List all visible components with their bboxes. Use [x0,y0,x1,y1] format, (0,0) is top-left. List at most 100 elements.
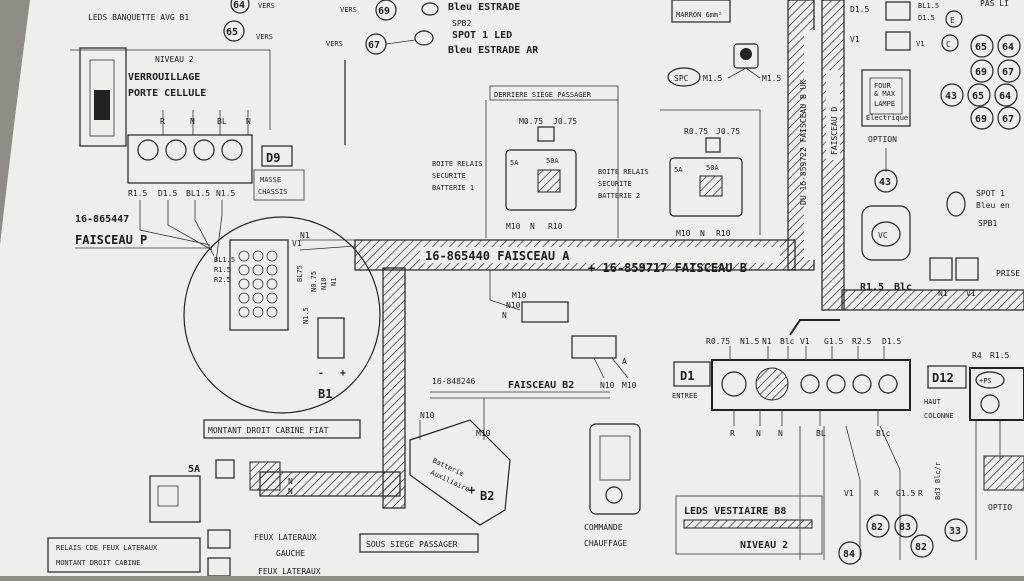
porte-cellule-label: PORTE CELLULE [128,88,206,99]
vc-blc: Blc [894,282,912,293]
d12-ps: +PS [979,377,992,385]
feux-connector-1 [207,529,231,549]
fuse-wires-top [162,110,249,135]
relay2-j075: J0.75 [716,127,740,136]
d12-label: D12 [932,371,954,385]
d12-s2: COLONNE [924,412,954,420]
option-l4: Electrique [866,114,908,122]
conn-m10b: M10 [622,381,637,390]
fuse-block [127,134,253,184]
b2-label: FAISCEAU B2 [508,380,574,391]
optio-label: OPTIO [988,503,1012,512]
spc-wires [727,67,761,79]
tr-pas: PAS LI [980,0,1009,8]
feux-l2: GAUCHE [276,549,305,558]
leds-box [675,495,823,555]
d1-top-wire-label: D1.5 [882,337,901,346]
relay2-plug [705,137,721,153]
fuse-4 [221,139,243,161]
spc-oval [667,67,701,87]
b1-n1v: N1 [330,278,338,286]
relais-label1: RELAIS CDE FEUX LATERAUX [56,544,158,552]
d1-top-wire-label: N1.5 [740,337,759,346]
leds-strip [683,519,813,529]
vc-label: VC [878,231,888,240]
br-bd3: Bd3 Blc/r [934,462,942,500]
faisceau-p-label: FAISCEAU P [75,233,147,247]
wire-n2-label: N [246,117,251,126]
d9-chassis-label: CHASSIS [258,188,288,196]
tr-circle [997,59,1021,83]
d12-box [927,365,967,389]
b2-lines [430,391,610,399]
tr-switch-2 [885,31,911,51]
d1-bottom-wire-label: BL [816,429,826,438]
harness-uk-label-bg [804,30,822,260]
vers-67-label: VERS [326,40,343,48]
circle-65-number: 65 [226,27,238,38]
d1-bundle [789,319,840,336]
b1-n075: N0.75 [310,271,318,292]
circle-83-number: 83 [899,522,911,533]
circle-67-number: 67 [368,40,380,51]
d15-label: D1.5 [158,189,177,198]
niveau2-label: NIVEAU 2 [155,55,194,64]
fuse-1 [137,139,159,161]
tr-d15e: D1.5 [918,14,935,22]
b1-wires [299,239,356,251]
spc-dot [740,48,752,60]
d1-top-wire-label: R0.75 [706,337,730,346]
d1-entree: ENTREE [672,392,697,400]
connector-area: M10 N10 N A N10 M10 [489,270,637,390]
circle-82b-number: 82 [915,542,927,553]
b1-plug [317,317,345,359]
tr-v1c: V1 [916,40,924,48]
faisceau-a-label: 16-865440 FAISCEAU A [425,249,570,263]
tr-circle [970,34,994,58]
spc-label: SPC [674,74,689,83]
relay2-m10: M10 [676,229,691,238]
leds-l2: NIVEAU 2 [740,540,788,551]
vers-64-label: VERS [258,2,275,10]
d9-masse-box [253,169,305,201]
d1-top-wire-label: R2.5 [852,337,871,346]
d1-box [673,361,711,387]
harness-d-horizontal [841,289,1024,311]
spot1-led-label: SPOT 1 LED [452,30,512,41]
relay2-box [669,157,743,217]
d1-bottom-wires [733,410,879,426]
tr-circle-number: 65 [972,91,984,102]
circle-c-letter: C [946,40,951,49]
relay-1-area: DERRIERE SIEGE PASSAGER M0.75 J0.75 5A 5… [432,85,619,238]
relay2-t2: SECURITE [598,180,632,188]
b1-minus: - [318,368,324,379]
d12-s1: HAUT [924,398,942,406]
b2-ref: 16-848246 [432,377,476,386]
n15-label: N1.5 [216,189,235,198]
br-v1: V1 [844,489,854,498]
circle-c [941,34,959,52]
circle-82 [866,514,890,538]
relay1-5a: 5A [510,159,519,167]
d1-bottom-wire-label: N [778,429,783,438]
sous-siege-box [359,533,479,553]
d9-label: D9 [266,151,280,165]
derriere-label: DERRIERE SIEGE PASSAGER [494,91,592,99]
d12-wires [975,420,1001,560]
conn-n10: N10 [506,301,521,310]
b1-label: B1 [318,387,332,401]
harness-d-label: FAISCEAU D [830,107,839,155]
tr-circle [994,83,1018,107]
tr-circle-number: 67 [1002,114,1014,125]
harness-down-band [382,267,406,509]
b1-circle [183,216,381,414]
spot-top-area: VERS 69 Bleu ESTRADE SPB2 SPOT 1 LED VER… [326,0,731,56]
spot-bulb-icon [414,30,434,46]
relais-n1: N [288,477,293,486]
relay1-m075: M0.75 [519,117,543,126]
fuse-3 [193,139,215,161]
commande-l1: COMMANDE [584,523,623,532]
relay2-5a: 5A [674,166,683,174]
vertical-harness-right: DU 16-859722 FAISCEAU B UK FAISCEAU D [787,0,1024,311]
